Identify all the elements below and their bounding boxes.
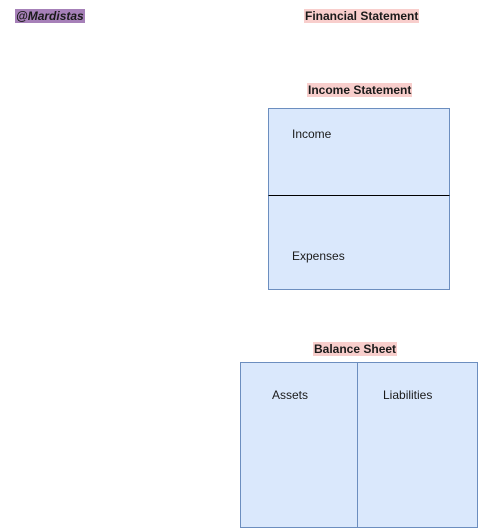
page-title: Financial Statement	[304, 9, 420, 23]
income-statement-title: Income Statement	[307, 83, 413, 97]
author-watermark: @Mardistas	[15, 9, 85, 23]
balance-sheet-title: Balance Sheet	[313, 342, 398, 356]
liabilities-label: Liabilities	[383, 388, 433, 402]
expenses-label: Expenses	[292, 249, 345, 263]
expenses-box: Expenses	[268, 195, 450, 290]
assets-label: Assets	[272, 388, 309, 402]
income-label: Income	[292, 127, 332, 141]
assets-box: Assets	[240, 362, 358, 528]
income-box: Income	[268, 108, 450, 196]
liabilities-box: Liabilities	[357, 362, 478, 528]
